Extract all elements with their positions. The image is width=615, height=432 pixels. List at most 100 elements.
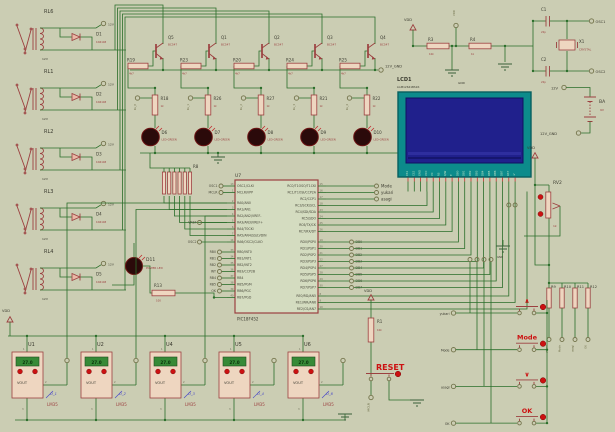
pin-name: RA1/AN1 (237, 208, 251, 212)
transistor-part: BC547 (221, 43, 230, 47)
svg-text:GND: GND (497, 255, 503, 259)
sensor-decrease-dot[interactable] (170, 368, 176, 375)
base-resistor-ref: R20 (233, 58, 241, 63)
rb-terminal: RB4 (210, 275, 227, 281)
button-click-dot[interactable] (539, 377, 547, 384)
sensor-display (15, 356, 40, 367)
push-button-row: Mode Mode (441, 334, 549, 353)
pull-net-label: asagi (571, 345, 575, 352)
transistor-part: BC547 (168, 43, 177, 47)
button-click-dot[interactable] (539, 414, 547, 421)
sensor-pin2: 2 (252, 380, 254, 384)
sensor-net-terminal (340, 357, 346, 364)
rv2-increase-dot[interactable] (537, 194, 544, 200)
rb-terminal: INT (211, 269, 227, 274)
sensor-increase-dot[interactable] (86, 368, 92, 375)
svg-text:R3: R3 (428, 37, 434, 42)
osc2-terminal-right (588, 68, 595, 74)
rb-terminal: RB0 (210, 249, 227, 255)
rb-terminal: RB5 (210, 282, 227, 287)
push-button-row: yukari ∧ (440, 297, 549, 316)
rb-terminal: RB1 (210, 256, 227, 261)
sensor-increase-dot[interactable] (293, 368, 299, 375)
lm35-sensor: 27.0 VOUT U4 LM35 1 2 3 O_3 (149, 334, 208, 422)
reset-button[interactable] (394, 370, 402, 378)
sensor-decrease-dot[interactable] (239, 368, 245, 375)
pull-ref: R10 (564, 285, 572, 289)
svg-text:C2: C2 (541, 57, 547, 62)
diode-part: 1N4148 (96, 160, 107, 164)
power-led-block: D11 POWER LED R13 100 (112, 243, 227, 303)
emitter-rail: 12V_GND (130, 65, 402, 73)
pull-resistor: R9 yukari (545, 283, 556, 353)
relay-unit: RL4 D5 1N4148 12V 12V (15, 249, 126, 301)
sensor-increase-dot[interactable] (155, 368, 161, 375)
button-net-label: yukari (440, 312, 450, 316)
svg-text:RV2: RV2 (553, 180, 562, 186)
vdd-right: VDD (527, 146, 549, 266)
sensor-pin1: 1 (299, 347, 301, 351)
mcu-pin-left: 3 RA1/AN1 (227, 206, 251, 212)
terminal-label: Mode (381, 183, 392, 188)
button-actuator[interactable] (516, 342, 538, 348)
pin-name: OSC1/CLKI (237, 184, 254, 188)
button-actuator[interactable] (516, 379, 538, 385)
coil-12v-label: 12V (42, 57, 49, 61)
12v-gnd-terminal (378, 67, 384, 73)
led-resistor-value: 1k (161, 104, 165, 108)
pin-number: 10 (320, 305, 324, 309)
stage-net-label: RL_3 (292, 104, 296, 111)
rv2-decrease-dot[interactable] (537, 211, 544, 217)
push-button-row: OK OK (445, 407, 549, 426)
mid-ground: GND (496, 240, 510, 259)
sensor-part: LM35 (116, 402, 127, 407)
12v-gnd-terminal-right (575, 130, 582, 136)
pin-name: RA5/AN4/SS/LVDIN (237, 234, 267, 238)
coil-12v-label: 12V (42, 117, 49, 121)
sensor-increase-dot[interactable] (17, 368, 23, 375)
sensor-decrease-dot[interactable] (101, 368, 107, 375)
svg-text:VDD: VDD (527, 146, 535, 150)
lcd-pin-label: DB4 (481, 170, 485, 176)
pin-number: 19 (320, 238, 324, 242)
mcu-pin-right: 16 RC1/T1OSI/CCP2A (288, 189, 326, 195)
button-click-dot[interactable] (539, 340, 547, 347)
svg-text:1k: 1k (471, 52, 475, 56)
led-resistor-ref: R26 (214, 96, 222, 101)
sensor-decrease-dot[interactable] (32, 368, 38, 375)
lcd-pin: R/W (443, 170, 447, 192)
mcu-pin-right: 26 RC7/RX/DT (299, 228, 326, 234)
terminal-label: RB1 (210, 257, 216, 261)
pin-name: RA2/AN2/VREF- (237, 214, 261, 218)
relay-ref: RL1 (44, 69, 53, 75)
led-ref: D8 (268, 130, 274, 135)
base-resistor-value: 4k7 (182, 72, 187, 76)
lcd-pin-label: DB5 (487, 170, 491, 176)
diode-ref: D3 (96, 152, 102, 157)
svg-text:MCLR: MCLR (209, 191, 219, 195)
svg-text:VDD: VDD (452, 10, 456, 16)
button-click-dot[interactable] (539, 303, 547, 311)
button-net-terminal (450, 347, 457, 353)
lcd-pin-label: GND (418, 170, 422, 176)
flyback-diode (71, 92, 81, 102)
lcd-pin: VCC (424, 170, 428, 192)
mcu-part: PIC18F452 (237, 317, 259, 322)
transistor-part: BC547 (380, 43, 389, 47)
button-actuator[interactable] (516, 416, 538, 422)
relay-coil (39, 147, 44, 171)
sensor-part: LM35 (47, 402, 58, 407)
pin-number: 23 (320, 208, 324, 212)
lcd-pin: V0 (430, 172, 434, 192)
transistor-part: BC547 (274, 43, 283, 47)
pin-number: 28 (320, 271, 324, 275)
sensor-increase-dot[interactable] (224, 368, 230, 375)
sensor-decrease-dot[interactable] (308, 368, 314, 375)
sensor-ref: U1 (28, 342, 35, 348)
lcd-pins: CS1 CS2 GND VCC V0 RS R/W E DB0 DB1 DB2 … (405, 170, 516, 192)
battery-block: 12V 12V_GND BA 9V (540, 84, 606, 136)
button-actuator[interactable] (516, 306, 538, 312)
lm35-sensor: 27.0 VOUT U6 LM35 1 2 3 O_6 (287, 334, 346, 422)
base-resistor-ref: R23 (180, 58, 188, 63)
